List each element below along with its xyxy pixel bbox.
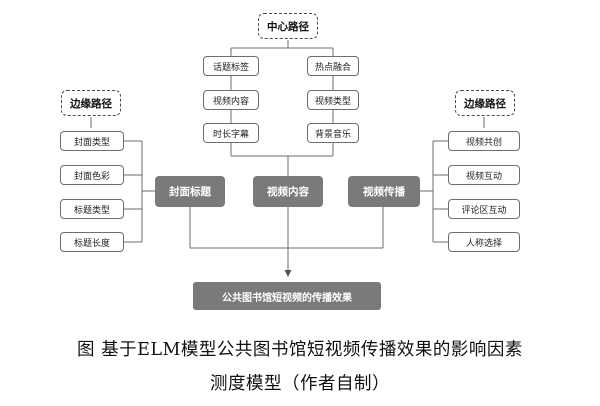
center-right-item-hot-topics: 热点融合 xyxy=(307,56,359,76)
center-path-label: 中心路径 xyxy=(258,13,318,39)
left-path-label: 边缘路径 xyxy=(61,90,121,116)
right-item-comment-interaction: 评论区互动 xyxy=(448,199,520,219)
center-right-item-bgm: 背景音乐 xyxy=(307,123,359,143)
center-right-item-video-type: 视频类型 xyxy=(307,90,359,110)
center-left-item-video-content: 视频内容 xyxy=(203,90,259,110)
center-left-item-duration-subtitle: 时长字幕 xyxy=(203,123,259,143)
factor-video-spread: 视频传播 xyxy=(348,176,420,207)
left-item-title-type: 标题类型 xyxy=(60,199,124,219)
right-item-co-creation: 视频共创 xyxy=(448,131,520,151)
left-item-cover-type: 封面类型 xyxy=(60,131,124,151)
factor-cover-title: 封面标题 xyxy=(155,176,225,207)
right-item-video-interaction: 视频互动 xyxy=(448,165,520,185)
figure-caption-line2: 测度模型（作者自制） xyxy=(210,374,390,394)
outcome-box: 公共图书馆短视频的传播效果 xyxy=(193,282,381,310)
center-left-item-topic-tag: 话题标签 xyxy=(203,56,259,76)
left-item-title-length: 标题长度 xyxy=(60,232,124,252)
figure-caption-line1: 图 基于ELM模型公共图书馆短视频传播效果的影响因素 xyxy=(77,340,523,360)
left-item-cover-color: 封面色彩 xyxy=(60,165,124,185)
right-path-label: 边缘路径 xyxy=(455,90,515,116)
right-item-person-choice: 人称选择 xyxy=(448,232,520,252)
factor-video-content: 视频内容 xyxy=(253,176,323,207)
